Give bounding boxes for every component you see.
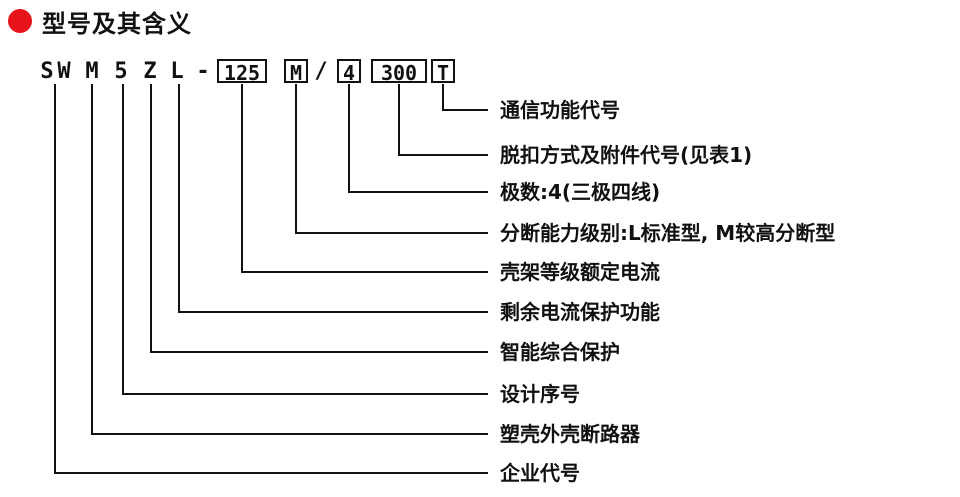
connector-line-breaking: [295, 84, 488, 234]
desc-comm-code: 通信功能代号: [500, 98, 620, 122]
code-char-m: M: [85, 59, 99, 84]
code-box-300: 300: [371, 59, 427, 85]
desc-trip-code: 脱扣方式及附件代号(见表1): [500, 143, 753, 167]
code-char-w: W: [57, 59, 71, 84]
connector-line-residual: [178, 84, 488, 313]
connector-line-design: [122, 84, 488, 395]
connector-line-mccb: [91, 84, 488, 435]
code-box-4: 4: [337, 59, 361, 85]
desc-company-code: 企业代号: [500, 461, 580, 485]
code-box-t: T: [431, 59, 455, 85]
code-box-m: M: [284, 59, 308, 85]
connector-line-trip: [398, 84, 488, 156]
code-dash: -: [196, 59, 210, 84]
code-char-5: 5: [114, 59, 128, 84]
bullet-dot-icon: [8, 9, 32, 33]
connector-line-smart: [150, 84, 488, 353]
desc-breaking-capacity: 分断能力级别:L标准型, M较高分断型: [500, 221, 836, 245]
desc-mccb: 塑壳外壳断路器: [500, 422, 640, 446]
header: 型号及其含义: [8, 6, 192, 38]
connector-line-comm: [442, 84, 488, 111]
code-slash: /: [314, 59, 328, 84]
code-char-l: L: [170, 59, 184, 84]
code-box-125: 125: [217, 59, 267, 85]
desc-poles: 极数:4(三极四线): [500, 180, 661, 204]
connector-line-company: [54, 84, 488, 474]
desc-smart-protection: 智能综合保护: [500, 340, 620, 364]
desc-design-serial: 设计序号: [500, 382, 580, 406]
page-title: 型号及其含义: [42, 9, 192, 38]
desc-residual-current: 剩余电流保护功能: [500, 300, 660, 324]
code-char-s: S: [40, 59, 54, 84]
code-char-z: Z: [143, 59, 157, 84]
desc-frame-current: 壳架等级额定电流: [500, 260, 660, 284]
connector-line-frame: [241, 84, 488, 273]
connector-line-poles: [348, 84, 488, 193]
